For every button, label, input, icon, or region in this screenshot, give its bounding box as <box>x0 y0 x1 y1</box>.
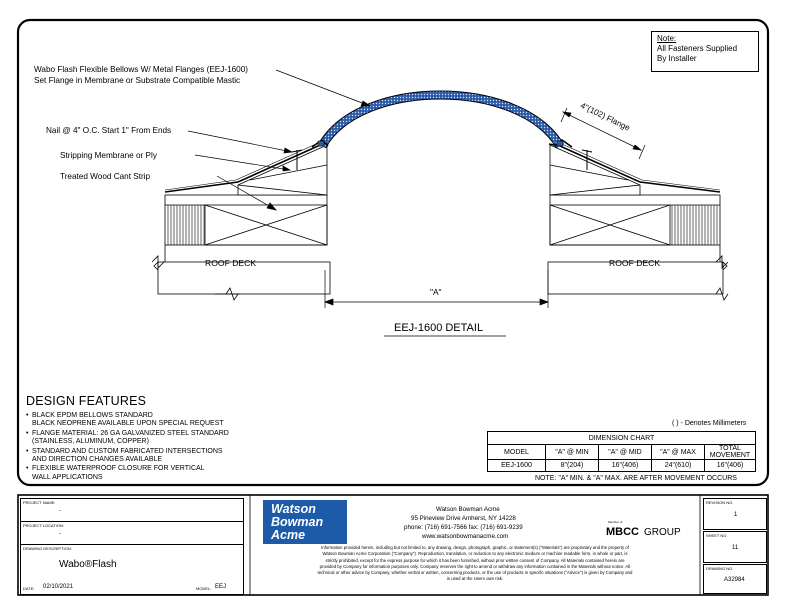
note-line-1: All Fasteners Supplied <box>657 44 738 53</box>
dimension-chart-title: DIMENSION CHART <box>487 431 756 445</box>
title-block-frame <box>17 494 769 596</box>
callout-bellows-line-2: Set Flange in Membrane or Substrate Comp… <box>34 76 241 85</box>
drawing-number-field: DRAWING NO. A32984 <box>703 564 767 594</box>
design-features: DESIGN FEATURES •BLACK EPDM BELLOWS STAN… <box>26 394 316 483</box>
break-marks <box>151 255 729 269</box>
bellows <box>311 90 573 149</box>
project-location-value: - <box>59 531 61 537</box>
model-value: EEJ <box>215 584 227 590</box>
feature-item: •FLEXIBLE WATERPROOF CLOSURE FOR VERTICA… <box>26 465 205 481</box>
revision-label: REVISION NO. <box>706 500 734 505</box>
note-line-2: By Installer <box>657 54 697 63</box>
project-name-label: PROJECT NAME: <box>23 500 56 505</box>
note-title: Note: <box>657 34 677 43</box>
project-name-value: - <box>59 508 61 514</box>
cell-a-min: 8"(204) <box>545 459 599 472</box>
company-website: www.watsonbowmanacme.com <box>422 533 509 540</box>
header-total-movement: TOTAL MOVEMENT <box>704 444 756 460</box>
design-features-title: DESIGN FEATURES <box>26 394 147 408</box>
callout-bellows-line-1: Wabo Flash Flexible Bellows W/ Metal Fla… <box>34 65 249 74</box>
roof-deck-right-label: ROOF DECK <box>609 258 661 268</box>
date-value: 02/10/2021 <box>43 584 74 590</box>
feature-item: •STANDARD AND CUSTOM FABRICATED INTERSEC… <box>26 447 223 464</box>
cell-model: EEJ-1600 <box>487 459 546 472</box>
cell-a-mid: 16"(406) <box>598 459 652 472</box>
cell-total-movement: 16"(406) <box>704 459 756 472</box>
sheet-field: SHEET NO. 11 <box>703 531 767 563</box>
drawing-description-value: Wabo®Flash <box>59 559 117 570</box>
sheet-label: SHEET NO. <box>706 533 728 538</box>
header-a-max: "A" @ MAX <box>651 444 705 460</box>
callout-cant: Treated Wood Cant Strip <box>60 172 151 181</box>
drawing-number-value: A32984 <box>724 577 745 583</box>
project-location-field: PROJECT LOCATION: - <box>20 521 244 545</box>
drawing-border <box>16 18 770 487</box>
nails <box>291 149 593 170</box>
dimension-footnote: NOTE: "A" MIN. & "A" MAX. ARE AFTER MOVE… <box>535 475 737 482</box>
right-roof-assembly <box>547 143 729 301</box>
header-model: MODEL <box>487 444 546 460</box>
drawing-number-label: DRAWING NO. <box>706 566 734 571</box>
disclaimer: Information provided herein, including b… <box>317 545 633 582</box>
roof-deck-left-label: ROOF DECK <box>205 258 257 268</box>
revision-value: 1 <box>734 512 738 518</box>
revision-field: REVISION NO. 1 <box>703 498 767 530</box>
company-phone: phone: (716) 691-7566 fax: (716) 691-923… <box>404 524 523 531</box>
company-address: 95 Pineview Drive Amherst, NY 14228 <box>411 515 516 522</box>
denotes-millimeters: ( ) - Denotes Millimeters <box>672 420 747 427</box>
sheet-value: 11 <box>732 545 739 551</box>
leader-lines <box>187 69 372 211</box>
project-name-field: PROJECT NAME: - <box>20 498 244 522</box>
a-dimension <box>324 270 549 308</box>
header-a-min: "A" @ MIN <box>545 444 599 460</box>
feature-item: •FLANGE MATERIAL: 26 GA GALVANIZED STEEL… <box>26 429 229 446</box>
project-location-label: PROJECT LOCATION: <box>23 523 64 528</box>
cell-a-max: 24"(610) <box>651 459 705 472</box>
company-name: Watson Bowman Acme <box>436 506 500 513</box>
drawing-description-field: DRAWING DESCRIPTION: Wabo®Flash DATE: 02… <box>20 544 244 595</box>
drawing-description-label: DRAWING DESCRIPTION: <box>23 546 72 551</box>
dimension-a-label: "A" <box>430 287 442 297</box>
dimension-chart: DIMENSION CHART MODEL "A" @ MIN "A" @ MI… <box>487 431 756 472</box>
note-box: Note: All Fasteners Supplied By Installe… <box>651 31 759 72</box>
model-label: MODEL: <box>196 586 212 591</box>
callout-nail: Nail @ 4" O.C. Start 1" From Ends <box>46 126 172 135</box>
left-roof-assembly <box>153 143 331 301</box>
header-a-mid: "A" @ MID <box>598 444 652 460</box>
callout-stripping: Stripping Membrane or Ply <box>60 151 157 160</box>
flange-dimension <box>560 107 646 160</box>
watson-bowman-acme-logo: Watson Bowman Acme <box>263 500 347 544</box>
date-label: DATE: <box>23 586 35 591</box>
detail-title: EEJ-1600 DETAIL <box>394 322 484 334</box>
